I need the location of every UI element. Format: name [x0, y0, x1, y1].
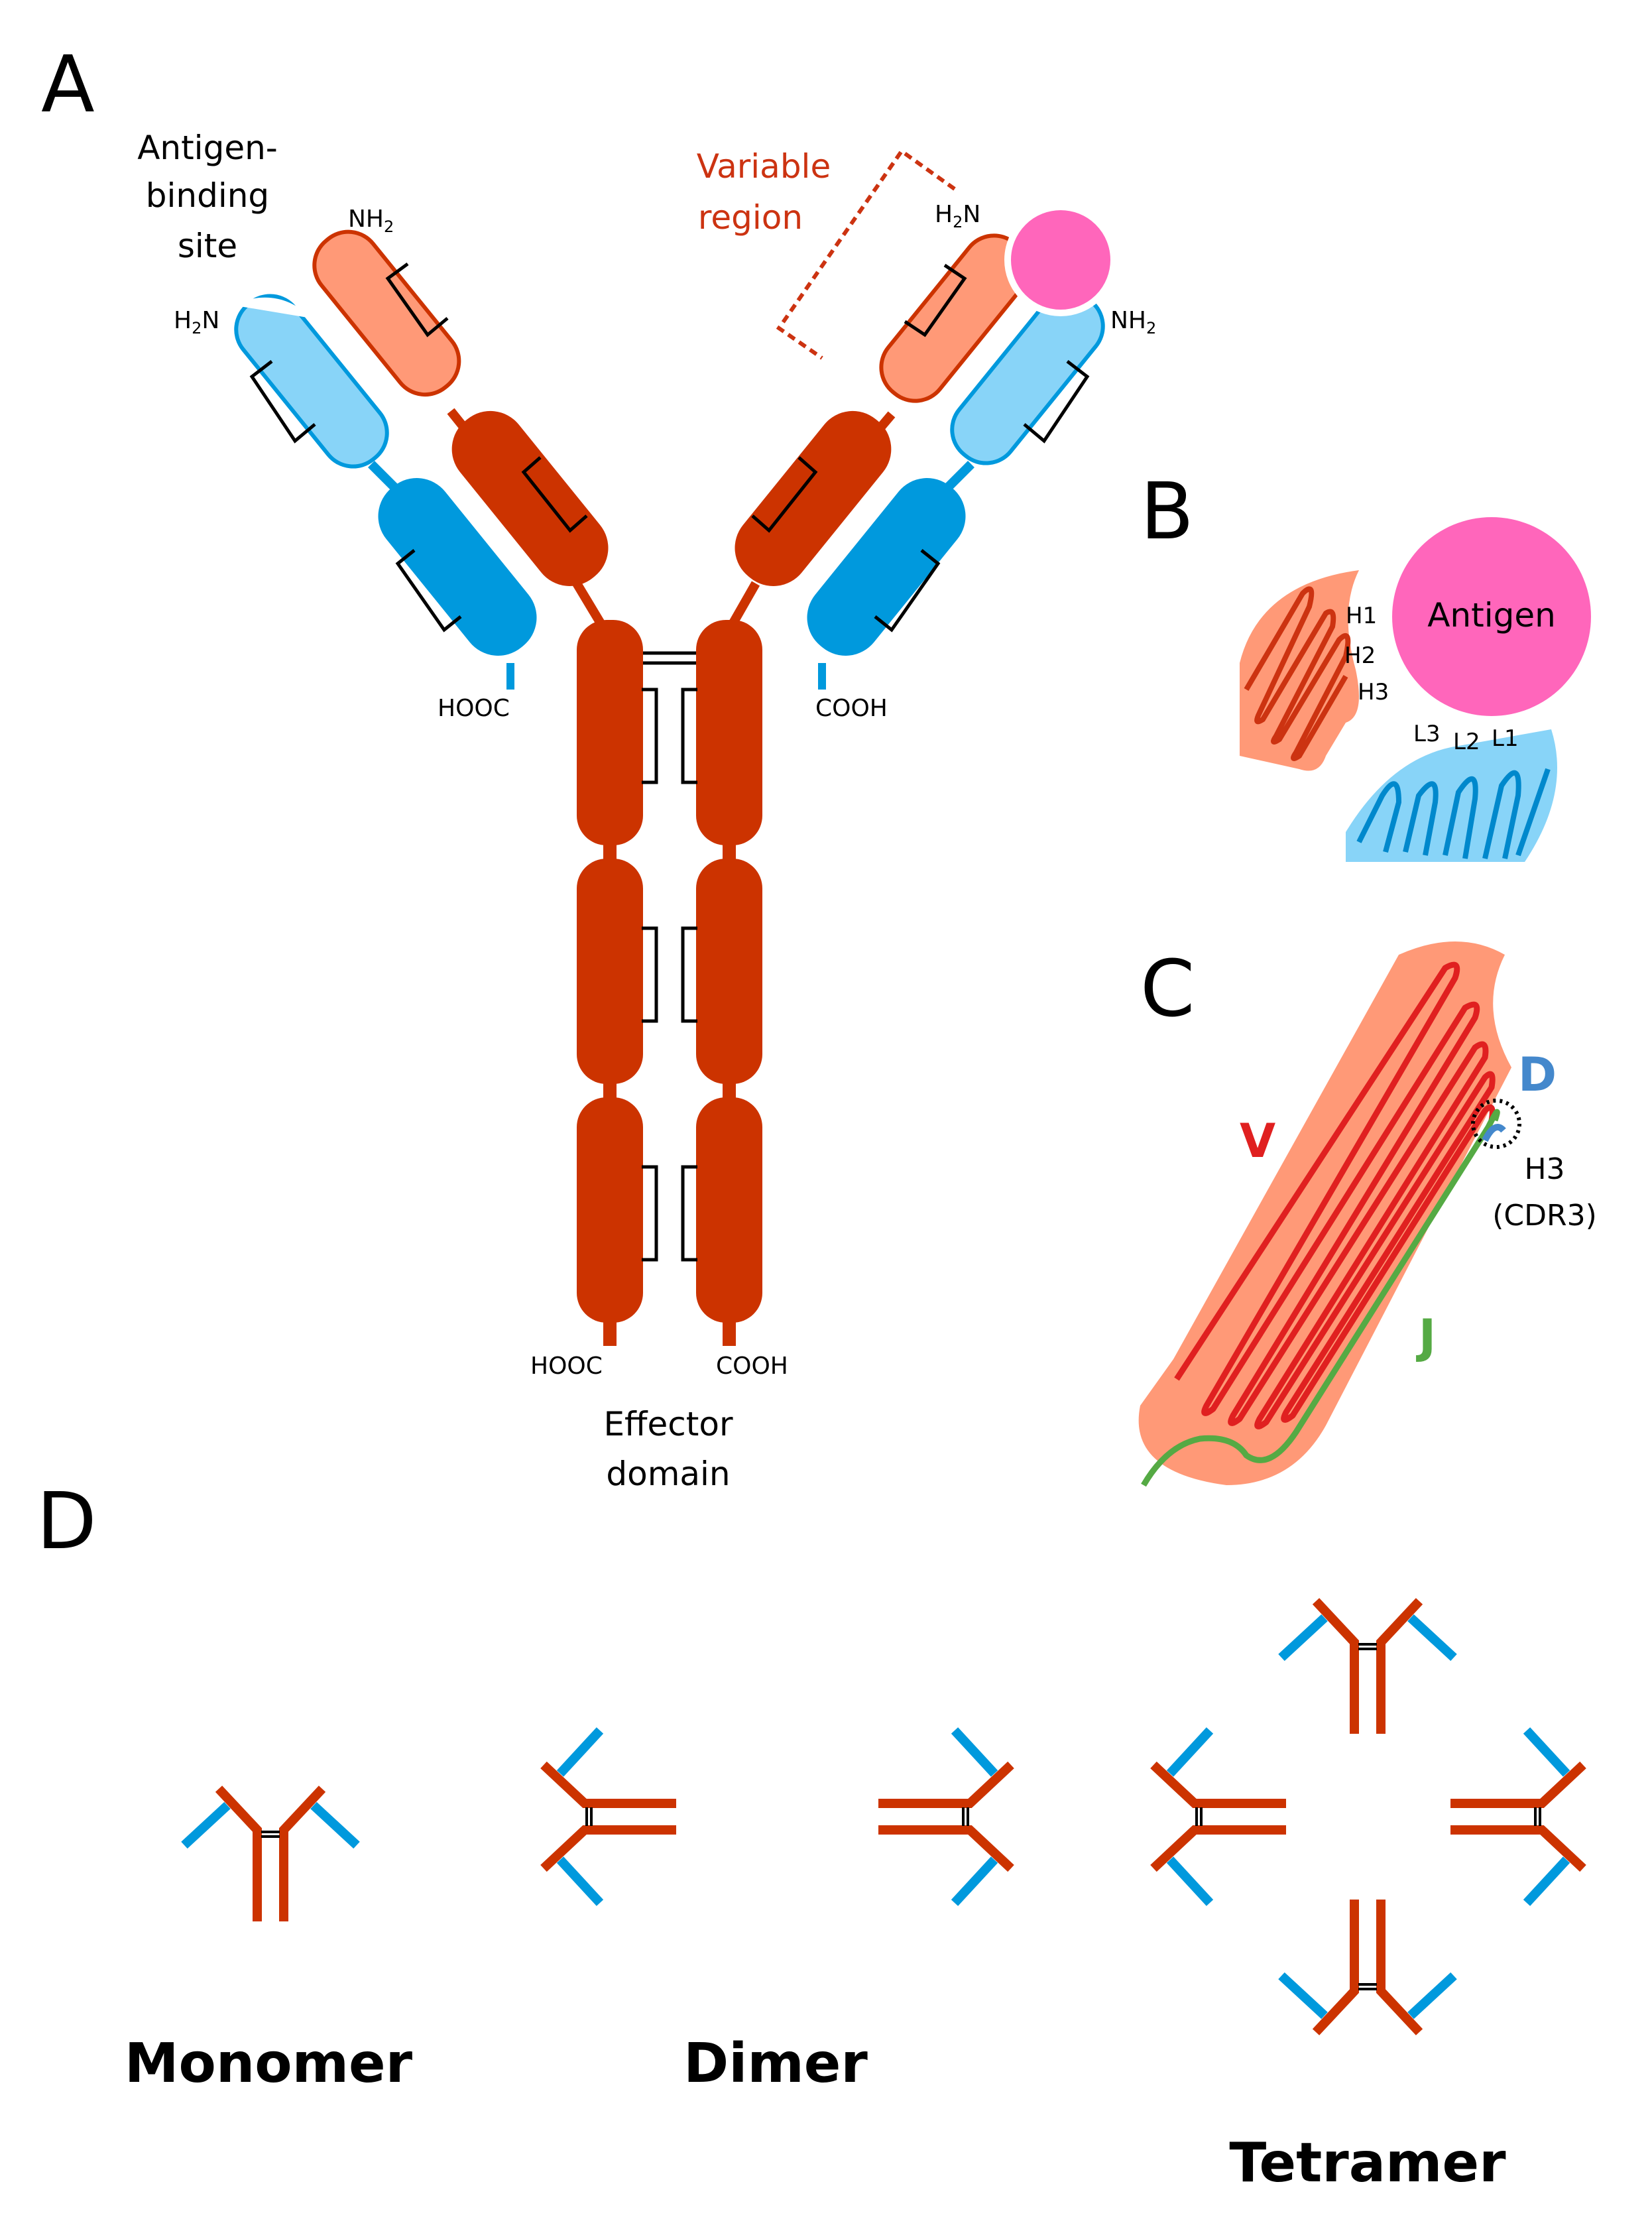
- right-h2n-label: H2N: [935, 201, 980, 231]
- hooc-bottom-label: HOOC: [530, 1353, 603, 1380]
- tetramer-label: Tetramer: [1229, 2132, 1506, 2195]
- b-antigen-circle: [1392, 517, 1591, 716]
- dimer-shape: [544, 1730, 1011, 1903]
- fc-right-column: [696, 620, 762, 1346]
- effector-domain-line2: domain: [606, 1455, 730, 1493]
- c-j-label: J: [1416, 1309, 1436, 1364]
- antigen-bound-circle: [1004, 204, 1117, 316]
- c-v-strands: [1174, 961, 1496, 1429]
- b-light-domain: [1346, 729, 1557, 862]
- b-antigen-label: Antigen: [1427, 596, 1556, 635]
- b-heavy-strands: [1244, 586, 1351, 761]
- b-l3-label: L3: [1413, 721, 1441, 747]
- variable-region-line1: Variable: [697, 147, 831, 186]
- arm-disulfide-brackets: [249, 262, 1090, 633]
- c-d-label: D: [1518, 1048, 1557, 1102]
- c-cdr3-highlight-circle: [1471, 1099, 1521, 1149]
- monomer-label: Monomer: [125, 2032, 413, 2095]
- b-light-strands: [1356, 768, 1551, 859]
- monomer-shape: [184, 1789, 357, 1921]
- b-heavy-domain: [1240, 570, 1359, 771]
- variable-region-line2: region: [698, 198, 803, 237]
- panel-d-letter: D: [36, 1475, 97, 1567]
- b-h1-label: H1: [1346, 603, 1377, 629]
- cooh-bottom-label: COOH: [716, 1353, 788, 1380]
- b-l2-label: L2: [1453, 729, 1480, 755]
- cooh-right-label: COOH: [815, 695, 888, 722]
- c-v-label: V: [1240, 1114, 1275, 1168]
- left-light-constant-domain: [378, 478, 537, 656]
- c-cdr3-label: (CDR3): [1492, 1199, 1597, 1233]
- c-h3-label: H3: [1524, 1152, 1564, 1186]
- antigen-binding-site-line2: binding: [146, 176, 269, 215]
- right-light-constant-domain: [807, 478, 966, 656]
- left-heavy-constant-domain: [451, 410, 609, 586]
- left-nh2-label: NH2: [348, 206, 394, 236]
- b-l1-label: L1: [1492, 725, 1519, 752]
- fc-left-column: [577, 620, 643, 1346]
- tetramer-shape: [1153, 1601, 1583, 2032]
- left-binding-pocket: [232, 297, 312, 318]
- effector-domain-line1: Effector: [603, 1405, 733, 1443]
- right-heavy-constant-domain: [735, 410, 892, 586]
- b-h3-label: H3: [1358, 679, 1389, 705]
- left-h2n-label: H2N: [174, 307, 219, 337]
- fc-disulfide-brackets: [642, 688, 697, 1262]
- right-nh2-label: NH2: [1110, 307, 1156, 337]
- antigen-binding-site-line1: Antigen-: [137, 129, 278, 167]
- c-d-segment: [1482, 1124, 1506, 1142]
- left-heavy-variable-domain: [312, 229, 461, 397]
- antigen-binding-site-line3: site: [178, 227, 237, 265]
- dimer-label: Dimer: [683, 2032, 868, 2095]
- b-h2-label: H2: [1344, 642, 1376, 669]
- variable-region-bracket: [776, 148, 956, 360]
- c-j-strand: [1141, 1109, 1500, 1487]
- panel-a-letter: A: [41, 38, 95, 130]
- panel-c-letter: C: [1140, 943, 1195, 1034]
- panel-b-letter: B: [1140, 465, 1194, 557]
- hooc-left-label: HOOC: [438, 695, 510, 722]
